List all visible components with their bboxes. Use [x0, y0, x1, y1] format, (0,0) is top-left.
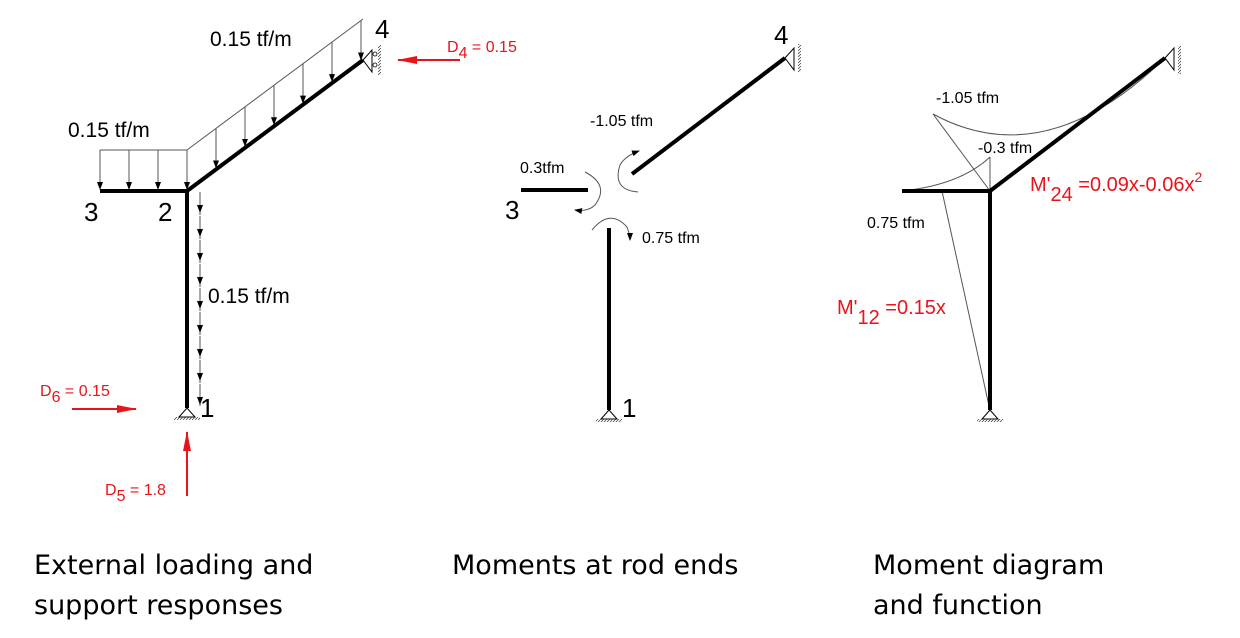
moment-label-max: -1.05 tfm — [936, 90, 999, 107]
node-label-3: 3 — [84, 197, 98, 227]
moment-label-column: 0.75 tfm — [867, 215, 925, 232]
distributed-load-outline — [100, 18, 364, 406]
moment-function-12: M'12 =0.15x — [837, 297, 946, 329]
node-label-4: 4 — [375, 14, 389, 44]
reaction-label-d4: D4 = 0.15 — [447, 39, 517, 62]
roller-support-node4 — [1164, 46, 1181, 74]
load-label-cantilever: 0.15 tf/m — [68, 119, 150, 142]
pin-support-node1 — [596, 409, 622, 422]
rod-members — [521, 56, 787, 410]
load-arrows — [97, 20, 364, 405]
caption-panel1-line1: External loading and — [34, 550, 313, 581]
node-label-1: 1 — [200, 393, 214, 423]
moment-label-23: 0.3tfm — [520, 160, 564, 177]
moment-label-node2: -0.3 tfm — [978, 140, 1032, 157]
frame-members — [902, 56, 1167, 410]
load-label-slope: 0.15 tf/m — [210, 28, 292, 51]
pin-support-node1 — [174, 407, 200, 420]
node-label-3: 3 — [505, 195, 519, 225]
moment-function-24: M'24 =0.09x-0.06x2 — [1030, 169, 1202, 206]
frame-members — [100, 58, 365, 408]
reaction-label-d6: D6 = 0.15 — [40, 383, 110, 406]
node-label-2: 2 — [158, 197, 172, 227]
node-label-1: 1 — [622, 393, 636, 423]
node-label-4: 4 — [774, 20, 788, 50]
pin-support-node1 — [977, 409, 1003, 422]
roller-support-node4 — [784, 44, 801, 72]
reaction-label-d5: D5 = 1.8 — [105, 482, 166, 505]
moment-arrows — [574, 150, 640, 241]
panel-moment-diagram: -1.05 tfm -0.3 tfm 0.75 tfm M'24 =0.09x-… — [837, 46, 1202, 621]
moment-curves — [901, 57, 1166, 407]
caption-panel3-line1: Moment diagram — [873, 550, 1104, 581]
caption-panel2-line1: Moments at rod ends — [452, 550, 738, 581]
roller-support-node4 — [362, 45, 381, 75]
panel-external-loading: 0.15 tf/m 0.15 tf/m 0.15 tf/m 3 2 4 1 D4… — [34, 14, 517, 621]
load-label-column: 0.15 tf/m — [208, 285, 290, 308]
caption-panel3-line2: and function — [873, 590, 1043, 621]
panel-rod-end-moments: -1.05 tfm 0.3tfm 0.75 tfm 3 1 4 Moments … — [452, 20, 801, 581]
moment-label-21: 0.75 tfm — [642, 230, 700, 247]
caption-panel1-line2: support responses — [34, 590, 283, 621]
moment-label-24: -1.05 tfm — [590, 113, 653, 130]
